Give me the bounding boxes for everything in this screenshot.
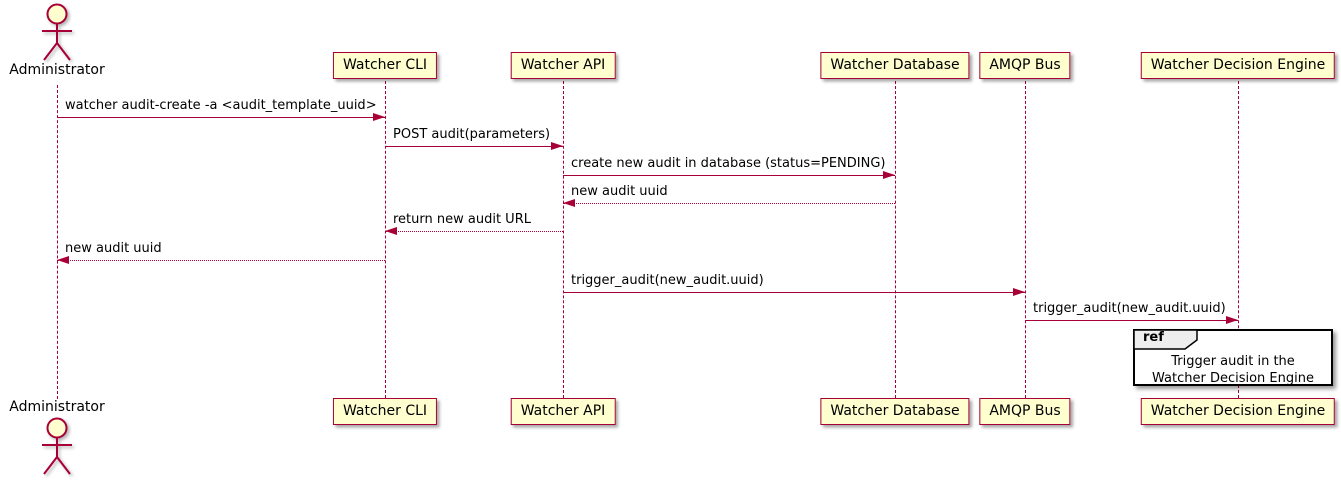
message-label: watcher audit-create -a <audit_template_… [65,98,377,113]
arrowhead-icon [563,199,575,207]
arrowhead-icon [57,256,69,264]
message-label: trigger_audit(new_audit.uuid) [1033,301,1226,316]
ref-text-line: Watcher Decision Engine [1152,371,1314,386]
ref-tag-label: ref [1143,330,1164,345]
participant-watcher-decision-engine: Watcher Decision Engine [1140,52,1336,79]
message-label: POST audit(parameters) [393,127,551,142]
lifeline-watcher-database [895,81,896,398]
participant-watcher-cli: Watcher CLI [332,398,438,425]
message-label: trigger_audit(new_audit.uuid) [571,273,764,288]
arrowhead-icon [551,142,563,150]
person-icon [42,417,72,475]
participant-watcher-decision-engine: Watcher Decision Engine [1140,398,1336,425]
participant-label-administrator: Administrator [9,399,105,415]
message-line-4 [385,231,563,232]
participant-amqp-bus: AMQP Bus [979,398,1071,425]
message-line-2 [563,175,895,176]
ref-tag-shape [1133,329,1198,350]
message-label: new audit uuid [65,241,162,256]
participant-watcher-api: Watcher API [510,52,616,79]
message-line-0 [57,117,385,118]
actor-figure [32,3,82,69]
lifeline-watcher-api [563,81,564,398]
message-line-7 [1025,320,1238,321]
lifeline-watcher-decision-engine [1238,81,1239,398]
lifeline-amqp-bus [1025,81,1026,398]
message-label: new audit uuid [571,184,668,199]
participant-watcher-cli: Watcher CLI [332,52,438,79]
ref-text-line: Trigger audit in the [1171,354,1295,369]
arrowhead-icon [1226,316,1238,324]
lifeline-administrator [57,85,58,399]
participant-watcher-database: Watcher Database [820,52,970,79]
lifeline-watcher-cli [385,81,386,398]
actor-figure [32,417,82,483]
arrowhead-icon [373,113,385,121]
arrowhead-icon [1013,288,1025,296]
participant-watcher-api: Watcher API [510,398,616,425]
message-label: return new audit URL [393,212,531,227]
message-label: create new audit in database (status=PEN… [571,156,886,171]
arrowhead-icon [385,227,397,235]
message-line-6 [563,292,1025,293]
message-line-3 [563,203,895,204]
participant-label-administrator: Administrator [9,62,105,78]
participant-watcher-database: Watcher Database [820,398,970,425]
ref-tag: ref [1133,329,1199,350]
participant-amqp-bus: AMQP Bus [979,52,1071,79]
message-line-1 [385,146,563,147]
message-line-5 [57,260,385,261]
person-icon [42,3,72,61]
arrowhead-icon [883,171,895,179]
